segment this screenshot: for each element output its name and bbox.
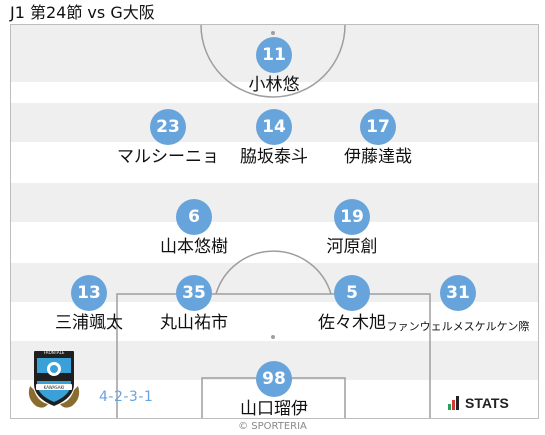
player-name: 丸山祐市 xyxy=(160,313,228,333)
copyright: © SPORTERIA xyxy=(238,421,307,432)
player-name: 河原創 xyxy=(326,237,378,257)
player-name: ファンウェルメスケルケン際 xyxy=(386,320,530,333)
crest-text-bottom: KAWASAKI xyxy=(43,385,65,390)
stats-logo: STATS xyxy=(448,393,509,413)
player-number: 19 xyxy=(334,199,370,235)
pitch: 11 小林悠 23 マルシーニョ 14 脇坂泰斗 17 伊藤達哉 6 山本悠樹 … xyxy=(10,24,539,419)
player-number: 14 xyxy=(256,109,292,145)
player-name: 三浦颯太 xyxy=(55,313,123,333)
player-number: 5 xyxy=(334,275,370,311)
player-name: 小林悠 xyxy=(248,75,300,95)
player-name: 山本悠樹 xyxy=(160,237,228,257)
player-number: 6 xyxy=(176,199,212,235)
stats-label: STATS xyxy=(465,395,509,411)
kawasaki-frontale-crest-icon xyxy=(28,351,80,408)
player-number: 35 xyxy=(176,275,212,311)
player-name: 佐々木旭 xyxy=(318,313,386,333)
player-name: 山口瑠伊 xyxy=(240,399,308,419)
player-number: 13 xyxy=(71,275,107,311)
player-number: 17 xyxy=(360,109,396,145)
player-number: 11 xyxy=(256,37,292,73)
player-name: マルシーニョ xyxy=(117,147,219,167)
player-number: 98 xyxy=(256,361,292,397)
stats-bars-icon xyxy=(448,396,460,410)
formation-label: 4-2-3-1 xyxy=(99,389,154,405)
player-number: 23 xyxy=(150,109,186,145)
lineup-title: J1 第24節 vs G大阪 xyxy=(10,3,155,22)
crest-text-top: FRONTALE xyxy=(43,350,65,355)
player-name: 脇坂泰斗 xyxy=(240,147,308,167)
player-name: 伊藤達哉 xyxy=(344,147,412,167)
pitch-stripe xyxy=(11,183,538,222)
player-number: 31 xyxy=(440,275,476,311)
